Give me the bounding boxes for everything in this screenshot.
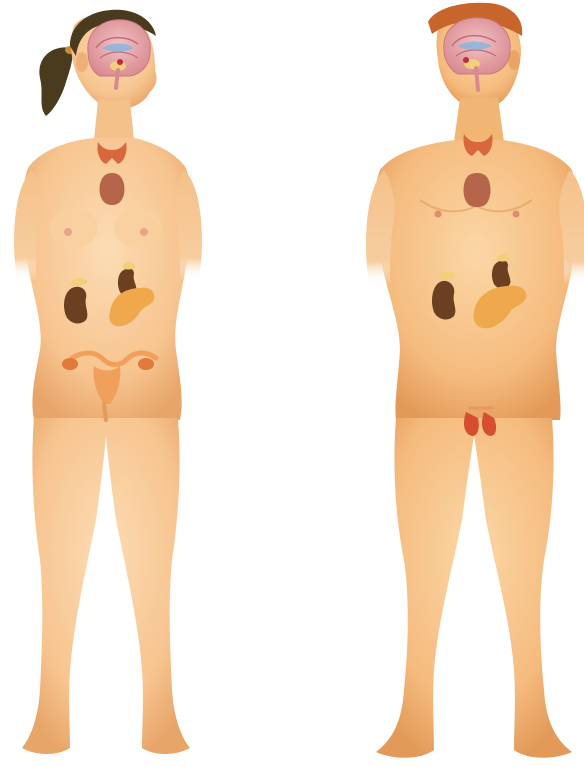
male-figure (366, 3, 584, 758)
male-legs (376, 418, 572, 758)
female-ear (76, 52, 88, 72)
female-kidney (64, 287, 87, 324)
female-legs (22, 418, 190, 754)
female-neck (94, 100, 134, 140)
female-breast-left (50, 208, 98, 248)
male-thymus (464, 173, 491, 207)
female-breast-right (114, 208, 162, 248)
female-thymus (100, 173, 125, 205)
female-figure (14, 10, 202, 754)
male-neck (454, 98, 504, 142)
male-kidney (432, 281, 455, 320)
female-ponytail (39, 47, 72, 116)
